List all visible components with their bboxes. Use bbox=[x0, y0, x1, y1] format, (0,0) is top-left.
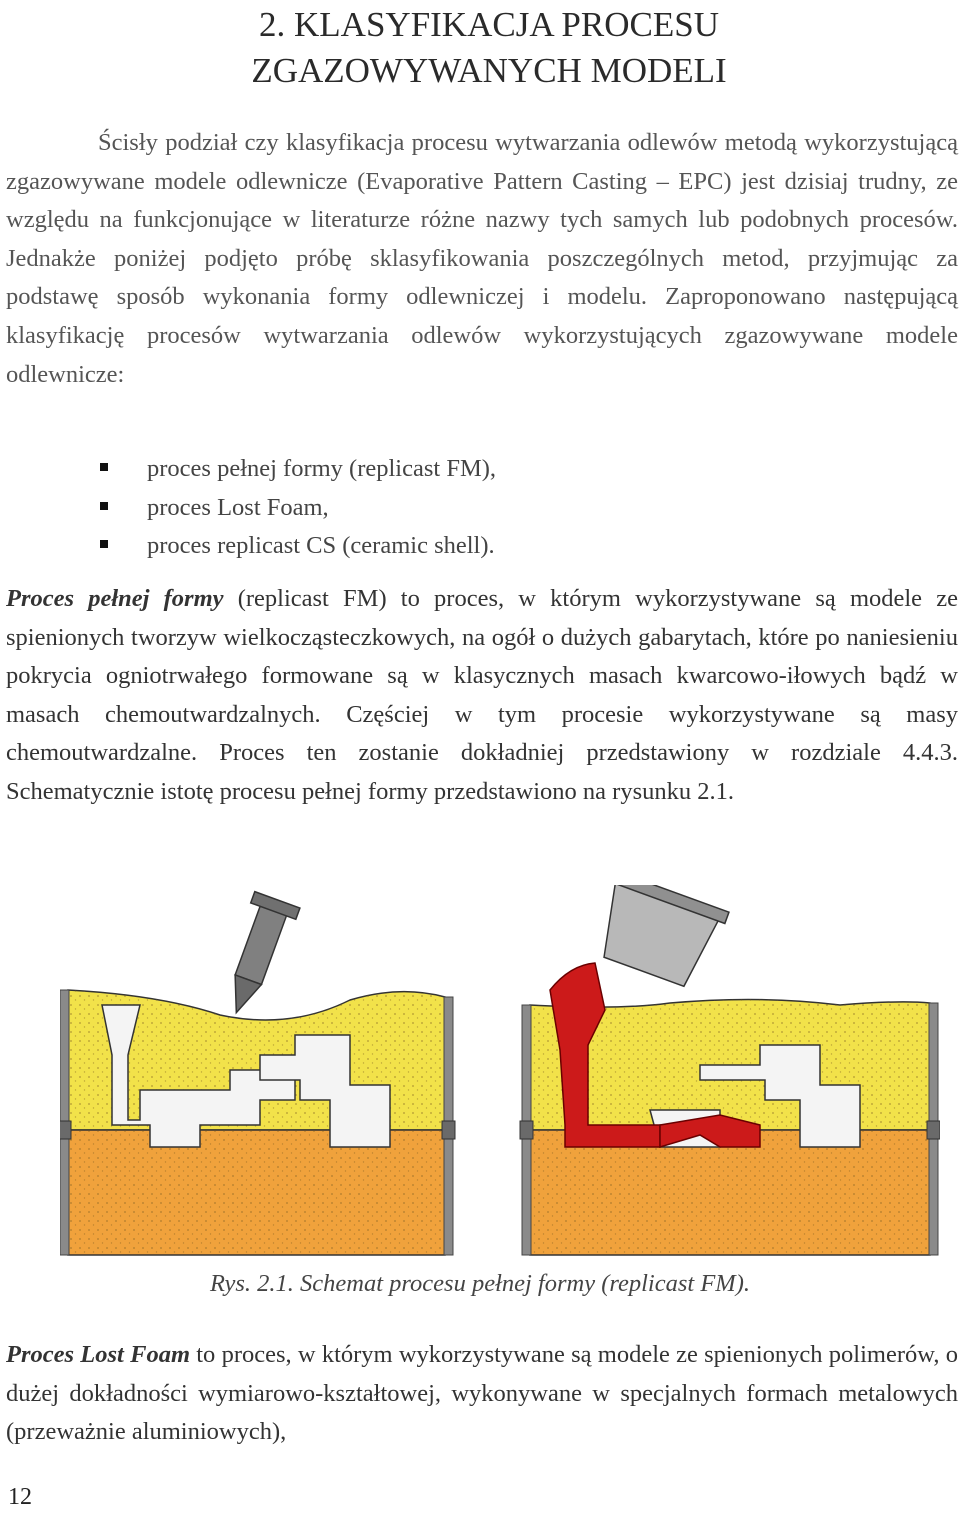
term-full-mold: Proces pełnej formy bbox=[6, 585, 224, 612]
chapter-title: 2. KLASYFIKACJA PROCESU ZGAZOWYWANYCH MO… bbox=[0, 2, 960, 94]
list-item: proces Lost Foam, bbox=[100, 489, 496, 528]
lost-foam-paragraph: Proces Lost Foam to proces, w którym wyk… bbox=[6, 1336, 958, 1452]
full-mold-paragraph: Proces pełnej formy (replicast FM) to pr… bbox=[6, 580, 958, 812]
list-item: proces replicast CS (ceramic shell). bbox=[100, 527, 496, 566]
intro-paragraph: Ścisły podział czy klasyfikacja procesu … bbox=[6, 129, 958, 388]
left-mold bbox=[60, 890, 456, 1256]
chapter-title-line-2: ZGAZOWYWANYCH MODELI bbox=[251, 51, 727, 90]
rammer-icon bbox=[234, 890, 301, 1015]
page-number: 12 bbox=[8, 1484, 32, 1510]
ladle-icon bbox=[603, 885, 730, 988]
figure-full-mold-schematic bbox=[60, 885, 940, 1256]
square-bullet-icon bbox=[100, 463, 108, 471]
figure-caption: Rys. 2.1. Schemat procesu pełnej formy (… bbox=[209, 1270, 750, 1297]
left-foam-pattern bbox=[101, 1004, 296, 1148]
term-lost-foam: Proces Lost Foam bbox=[6, 1341, 190, 1368]
list-item: proces pełnej formy (replicast FM), bbox=[100, 450, 496, 489]
lost-foam-text: to proces, w którym wykorzystywane są mo… bbox=[6, 1341, 958, 1446]
classification-list: proces pełnej formy (replicast FM), proc… bbox=[100, 450, 496, 566]
full-mold-text: (replicast FM) to proces, w którym wykor… bbox=[6, 585, 958, 805]
molten-metal bbox=[549, 962, 661, 1148]
square-bullet-icon bbox=[100, 540, 108, 549]
square-bullet-icon bbox=[100, 501, 108, 510]
chapter-title-line-1: 2. KLASYFIKACJA PROCESU bbox=[259, 5, 719, 44]
right-mold bbox=[519, 885, 940, 1256]
